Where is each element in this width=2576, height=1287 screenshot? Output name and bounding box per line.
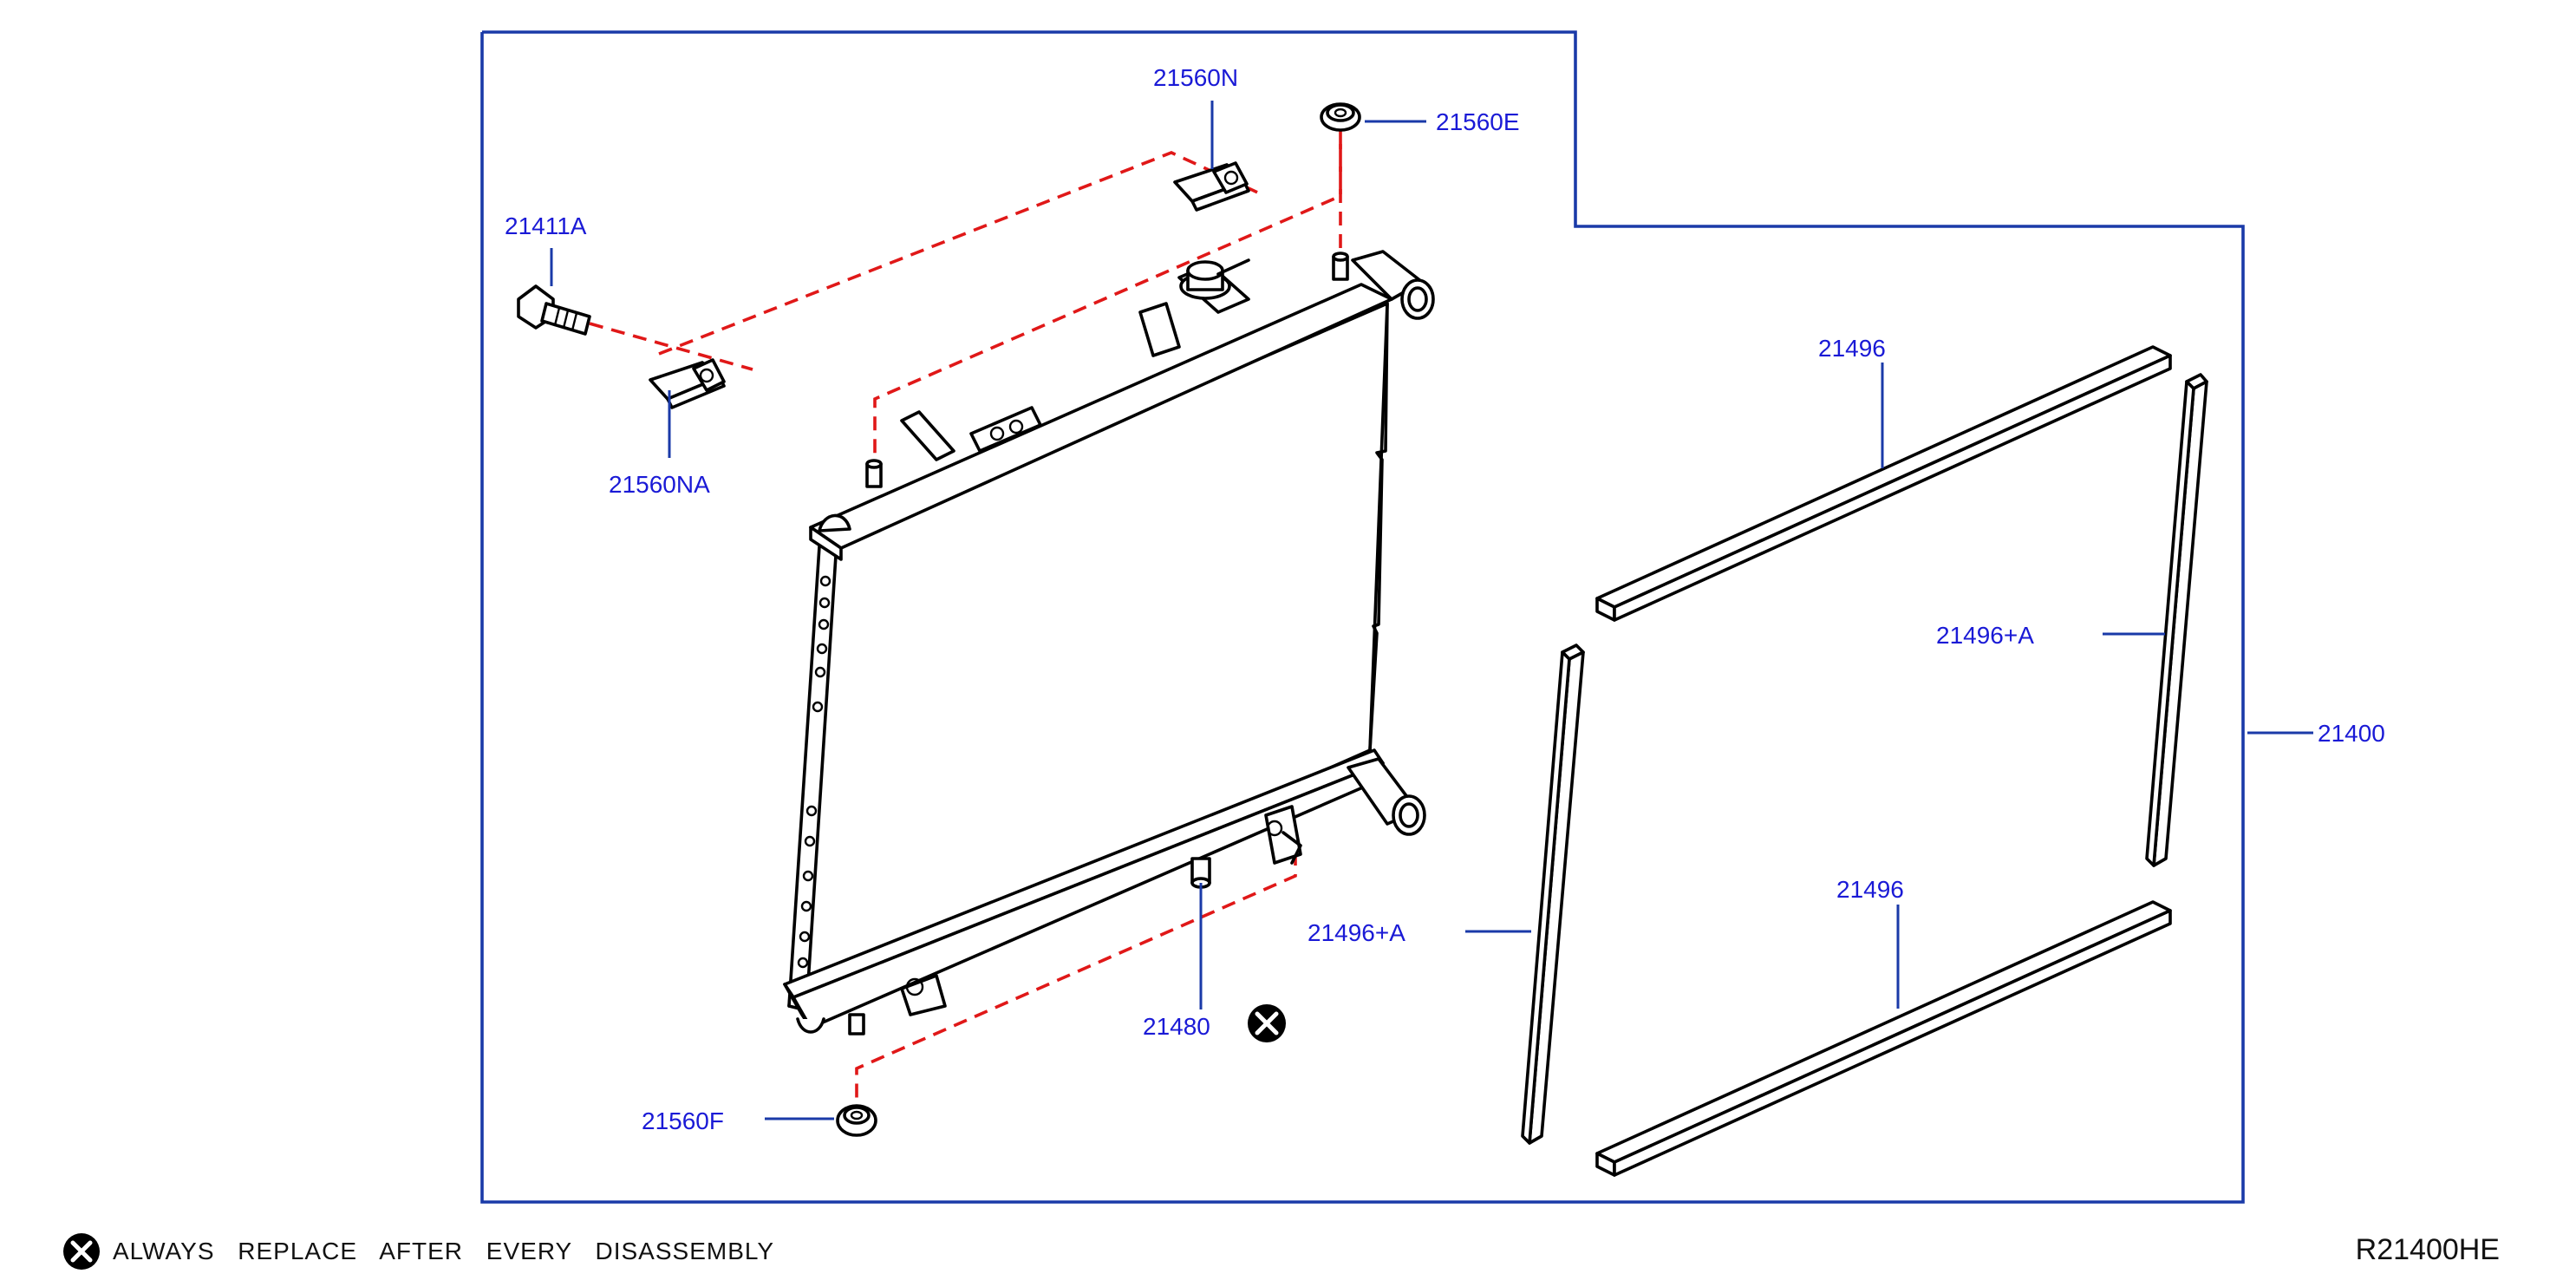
radiator-assembly [783,250,1435,1035]
callout-21496-top: 21496 [1818,335,1886,362]
replace-note-text: ALWAYS REPLACE AFTER EVERY DISASSEMBLY [113,1238,775,1264]
seal-21496-bottom [1595,900,2172,1177]
top-pin-left [865,459,883,488]
callout-21560f: 21560F [642,1107,724,1134]
lower-hose-pipe [1347,757,1426,836]
assembly-boundary-frame [480,30,2245,1204]
filler-neck [1177,258,1250,314]
leader-lines [550,101,2313,1120]
seal-21496a-left [1521,644,1585,1145]
bracket-21560n [1173,161,1250,212]
bracket-21560na [649,358,726,409]
x-circle-icon [63,1233,100,1270]
footer-note: ALWAYS REPLACE AFTER EVERY DISASSEMBLY [62,1230,774,1273]
top-mount-brackets [900,302,1181,461]
cooler-fitting-upper [1264,805,1302,865]
seal-21496a-right [2145,373,2208,867]
seal-21496-top [1595,345,2172,622]
callout-21496a-right: 21496+A [1936,622,2034,649]
grommet-21560f [836,1104,877,1137]
callout-21480: 21480 [1143,1013,1210,1040]
bolt-21411a [517,284,591,336]
grommet-21560e [1320,102,1361,132]
callout-21411a: 21411A [505,212,587,239]
upper-hose-pipe [1351,250,1435,320]
bottom-pin [848,1013,865,1035]
callout-21400: 21400 [2318,720,2385,747]
callout-21560na: 21560NA [609,471,710,498]
cooler-fitting-lower [900,974,947,1016]
callout-21560n: 21560N [1153,64,1238,91]
side-tank-holes [797,575,831,969]
callout-21496-bottom: 21496 [1836,876,1904,903]
top-pin-right [1332,252,1349,281]
callout-21560e: 21560E [1436,108,1520,135]
diagram-reference-code: R21400HE [2355,1233,2500,1266]
callout-21496a-left: 21496+A [1308,919,1405,946]
replace-marker-icon [1248,1004,1286,1042]
